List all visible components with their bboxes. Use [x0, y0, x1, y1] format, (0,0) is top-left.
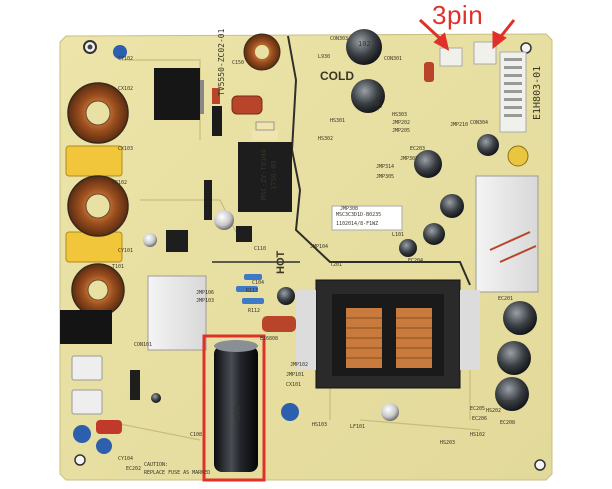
sticker-line-2: 1102014/8-F1WZ: [336, 221, 378, 227]
ref-designator: EC202: [126, 466, 141, 472]
ref-designator: CON303: [330, 36, 348, 42]
ref-designator: C108: [190, 432, 202, 438]
transformer-label: MSC-ZY-T01H4: [260, 149, 268, 200]
ref-designator: R112: [248, 308, 260, 314]
ref-designator: CX103: [118, 146, 133, 152]
transformer-code: 1750-09: [270, 160, 278, 190]
inductor-top-label: 102: [358, 40, 371, 48]
ref-designator: EC208: [500, 420, 515, 426]
ref-designator: EC203: [410, 146, 425, 152]
caution-line-1: CAUTION:: [144, 462, 168, 468]
ref-designator: HS201: [500, 400, 515, 406]
ref-designator: JMP101: [286, 372, 304, 378]
ref-designator: EC205: [470, 406, 485, 412]
ref-designator: CON101: [134, 342, 152, 348]
ref-designator: HS202: [486, 408, 501, 414]
ref-designator: JMP308: [340, 206, 358, 212]
zone-hot-label: HOT: [275, 251, 287, 275]
ref-designator: HS203: [440, 440, 455, 446]
ref-designator: HS102: [470, 432, 485, 438]
input-filter-section: [60, 45, 129, 454]
misc-passives: [130, 274, 299, 421]
ref-designator: LF102: [112, 180, 127, 186]
ref-designator: HS303: [392, 112, 407, 118]
ref-designator: EC201: [498, 296, 513, 302]
mounting-holes: [74, 40, 546, 471]
ref-designator: EC204: [408, 258, 423, 264]
zone-cold-label: COLD: [320, 69, 354, 83]
main-transformer: [296, 279, 480, 389]
annotation-arrows: [418, 18, 516, 51]
ref-designator: LF101: [350, 424, 365, 430]
ref-designator: JMP103: [196, 298, 214, 304]
bulk-cap-label: 170: [233, 405, 242, 420]
ref-designator: JMP106: [196, 290, 214, 296]
model-side-label: E1H803-01: [532, 66, 543, 120]
caution-line-2: REPLACE FUSE AS MARKED: [144, 470, 210, 476]
ref-designator: CY101: [118, 248, 133, 254]
top-middle-components: [143, 29, 385, 252]
ref-designator: HS301: [330, 118, 345, 124]
ref-designator: CON304: [470, 120, 488, 126]
ref-designator: T201: [330, 262, 342, 268]
ref-designator: JMP202: [392, 120, 410, 126]
ref-designator: CON301: [384, 56, 402, 62]
ref-designator: L101: [392, 232, 404, 238]
serial-sticker: [331, 205, 403, 231]
ref-designator: CY102: [118, 56, 133, 62]
ref-designator: JMP210: [450, 122, 468, 128]
model-number-label: TV5550-ZC02-01: [217, 28, 226, 96]
ref-designator: C104: [252, 280, 264, 286]
ref-designator: JMP205: [392, 128, 410, 134]
sticker-line-1: MSC3C3D1D-B0235: [336, 212, 381, 218]
ref-designator: HS302: [318, 136, 333, 142]
ref-designator: L930: [318, 54, 330, 60]
ref-designator: JMP104: [310, 244, 328, 250]
ref-designator: E16808: [260, 336, 278, 342]
ref-designator: JMP305: [376, 174, 394, 180]
connector-region: [424, 41, 527, 133]
highlight-box-bulk-capacitor: [202, 334, 266, 482]
ref-designator: CY104: [118, 456, 133, 462]
ref-designator: R113: [246, 288, 258, 294]
ref-designator: JMP102: [290, 362, 308, 368]
secondary-side-components: [381, 134, 539, 421]
ref-designator: CX101: [286, 382, 301, 388]
ref-designator: T101: [112, 264, 124, 270]
ref-designator: EC206: [472, 416, 487, 422]
primary-heatsink: [147, 275, 207, 351]
ref-designator: JMP307: [400, 156, 418, 162]
ref-designator: JMP314: [376, 164, 394, 170]
ref-designator: C150: [232, 60, 244, 66]
annotation-3pin-title: 3pin: [432, 0, 484, 30]
ref-designator: C110: [254, 246, 266, 252]
bulk-capacitor: [214, 340, 258, 472]
ref-designator: CX102: [118, 86, 133, 92]
ref-designator: HS103: [312, 422, 327, 428]
